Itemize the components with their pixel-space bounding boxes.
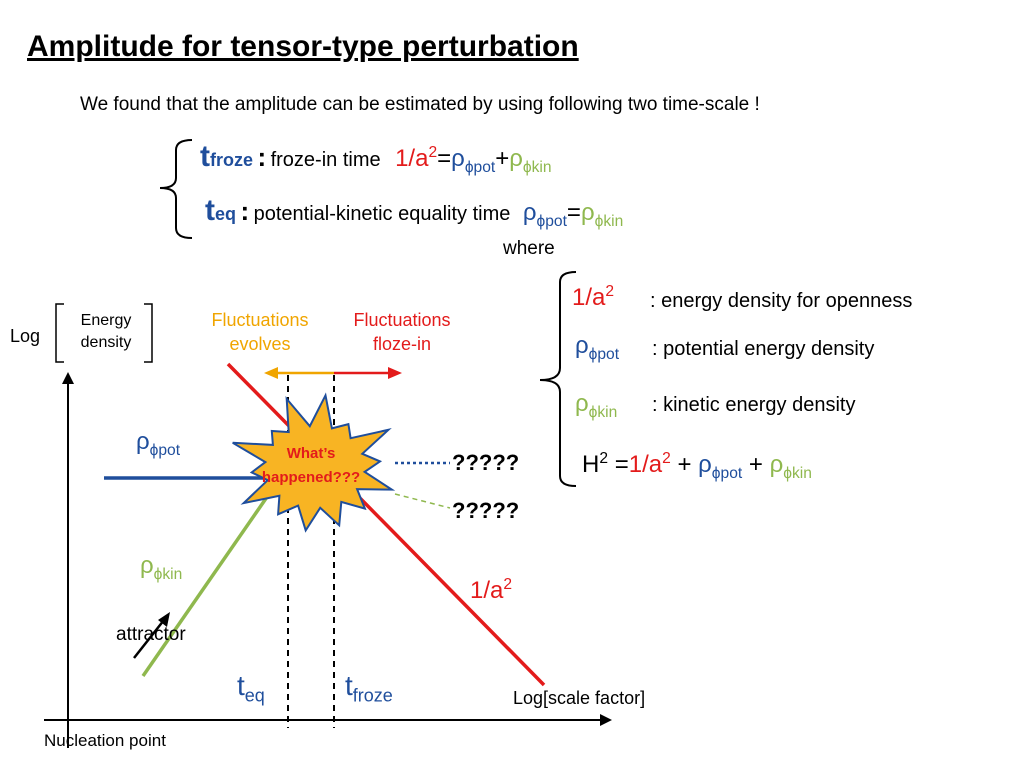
eq-cond-rho-pot: ρϕpot — [522, 199, 567, 230]
ylabel-bracket-left — [55, 303, 64, 363]
timescale-brace — [159, 139, 193, 239]
t-eq-axis-label: teq — [237, 670, 265, 706]
slide-title: Amplitude for tensor-type perturbation — [27, 30, 579, 63]
froze-cond-rho-pot: ρϕpot — [451, 145, 496, 176]
where-label: where — [503, 238, 555, 259]
attractor-arrow-head — [158, 612, 170, 627]
rho-kin-label: ρϕkin — [140, 552, 183, 583]
t-eq-symbol: t — [205, 194, 215, 227]
t-eq-colon: : — [240, 196, 250, 226]
def-3-symbol: ρϕkin — [575, 390, 618, 421]
eq-timescale-row: teq : potential-kinetic equality time ρϕ… — [205, 194, 623, 231]
origin-label: Nucleation point — [44, 731, 166, 750]
x-axis-arrow — [600, 714, 612, 726]
attractor-label: attractor — [116, 624, 186, 645]
def-3-desc: : kinetic energy density — [652, 394, 856, 416]
def-1-symbol: 1/a2 — [572, 283, 615, 311]
froze-cond-rho-kin: ρϕkin — [509, 145, 552, 176]
t-froze-symbol: t — [200, 140, 210, 173]
eq-cond-eq: = — [566, 199, 581, 226]
attractor-arrow-line — [133, 619, 165, 659]
eq-cond-rho-kin: ρϕkin — [580, 199, 624, 230]
froze-timescale-row: tfroze : froze-in time 1/a2=ρϕpot+ρϕkin — [200, 140, 552, 177]
friedmann-equation: H2 =1/a2 + ρϕpot + ρϕkin — [582, 450, 812, 482]
rho-kin-continuation — [394, 493, 451, 509]
explosion-burst — [232, 392, 396, 533]
x-axis-label: Log[scale factor] — [513, 688, 646, 708]
evolves-arrow-head — [264, 367, 278, 379]
froze-cond-a: 1/a2 — [395, 144, 438, 172]
froze-cond-plus: + — [495, 145, 510, 172]
intro-text: We found that the amplitude can be estim… — [80, 94, 760, 115]
def-1-desc: : energy density for openness — [650, 290, 913, 312]
one-over-a2-label: 1/a2 — [470, 576, 513, 604]
def-2-symbol: ρϕpot — [575, 332, 620, 363]
t-froze-colon: : — [257, 142, 267, 172]
t-froze-desc: froze-in time — [270, 149, 381, 171]
def-2-desc: : potential energy density — [652, 338, 875, 360]
rho-pot-label: ρϕpot — [136, 428, 181, 459]
definitions-brace — [539, 271, 577, 487]
y-axis-arrow — [62, 372, 74, 384]
froze-cond-eq: = — [437, 145, 452, 172]
t-froze-subscript: froze — [210, 150, 254, 170]
t-froze-axis-label: tfroze — [345, 670, 393, 706]
curve-rho-kin — [141, 483, 278, 677]
t-eq-subscript: eq — [215, 204, 237, 224]
curve-1-over-a2 — [226, 362, 546, 687]
froze-arrow-head — [388, 367, 402, 379]
ylabel-bracket-right — [144, 303, 153, 363]
ylabel-log: Log — [10, 326, 41, 346]
t-eq-desc: potential-kinetic equality time — [253, 203, 511, 225]
question-marks-1: ????? — [452, 450, 520, 475]
question-marks-2: ????? — [452, 498, 520, 523]
